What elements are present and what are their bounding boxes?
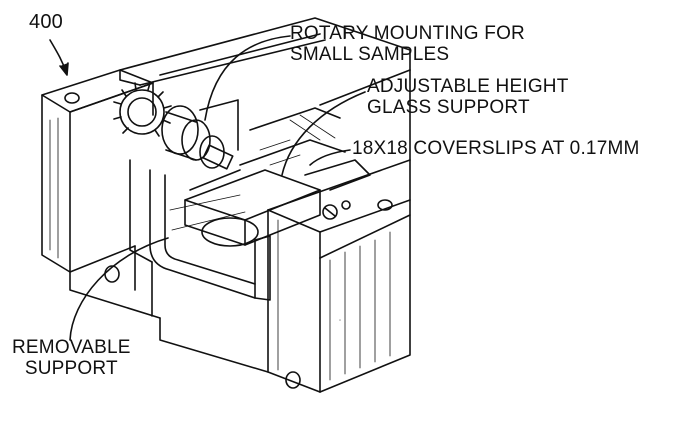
leader-lines [69, 35, 366, 341]
rotary-mount [113, 82, 241, 191]
mount-hole-1 [64, 92, 80, 104]
housing [41, 17, 411, 393]
mount-hole-2 [104, 265, 120, 283]
label-removable-line-2: SUPPORT [24, 358, 118, 379]
screw [322, 204, 338, 220]
removable-support [149, 169, 271, 301]
label-coverslips: 18X18 COVERSLIPS AT 0.17MM [352, 138, 640, 159]
label-rotary-line-1: ROTARY MOUNTING FOR [290, 23, 525, 44]
label-rotary-mounting: ROTARY MOUNTING FOR SMALL SAMPLES [290, 23, 525, 65]
label-adjustable-height: ADJUSTABLE HEIGHT GLASS SUPPORT [367, 76, 569, 118]
glass-support [184, 107, 371, 246]
reference-number: 400 [29, 11, 63, 33]
mount-hole-4 [377, 199, 393, 211]
label-height-line-2: GLASS SUPPORT [367, 97, 530, 118]
reference-arrow [49, 39, 69, 76]
label-height-line-1: ADJUSTABLE HEIGHT [367, 76, 569, 97]
label-removable-line-1: REMOVABLE [12, 337, 131, 358]
label-removable-support: REMOVABLE SUPPORT [12, 337, 131, 379]
label-rotary-line-2: SMALL SAMPLES [290, 44, 450, 65]
mount-hole-3 [285, 371, 301, 389]
